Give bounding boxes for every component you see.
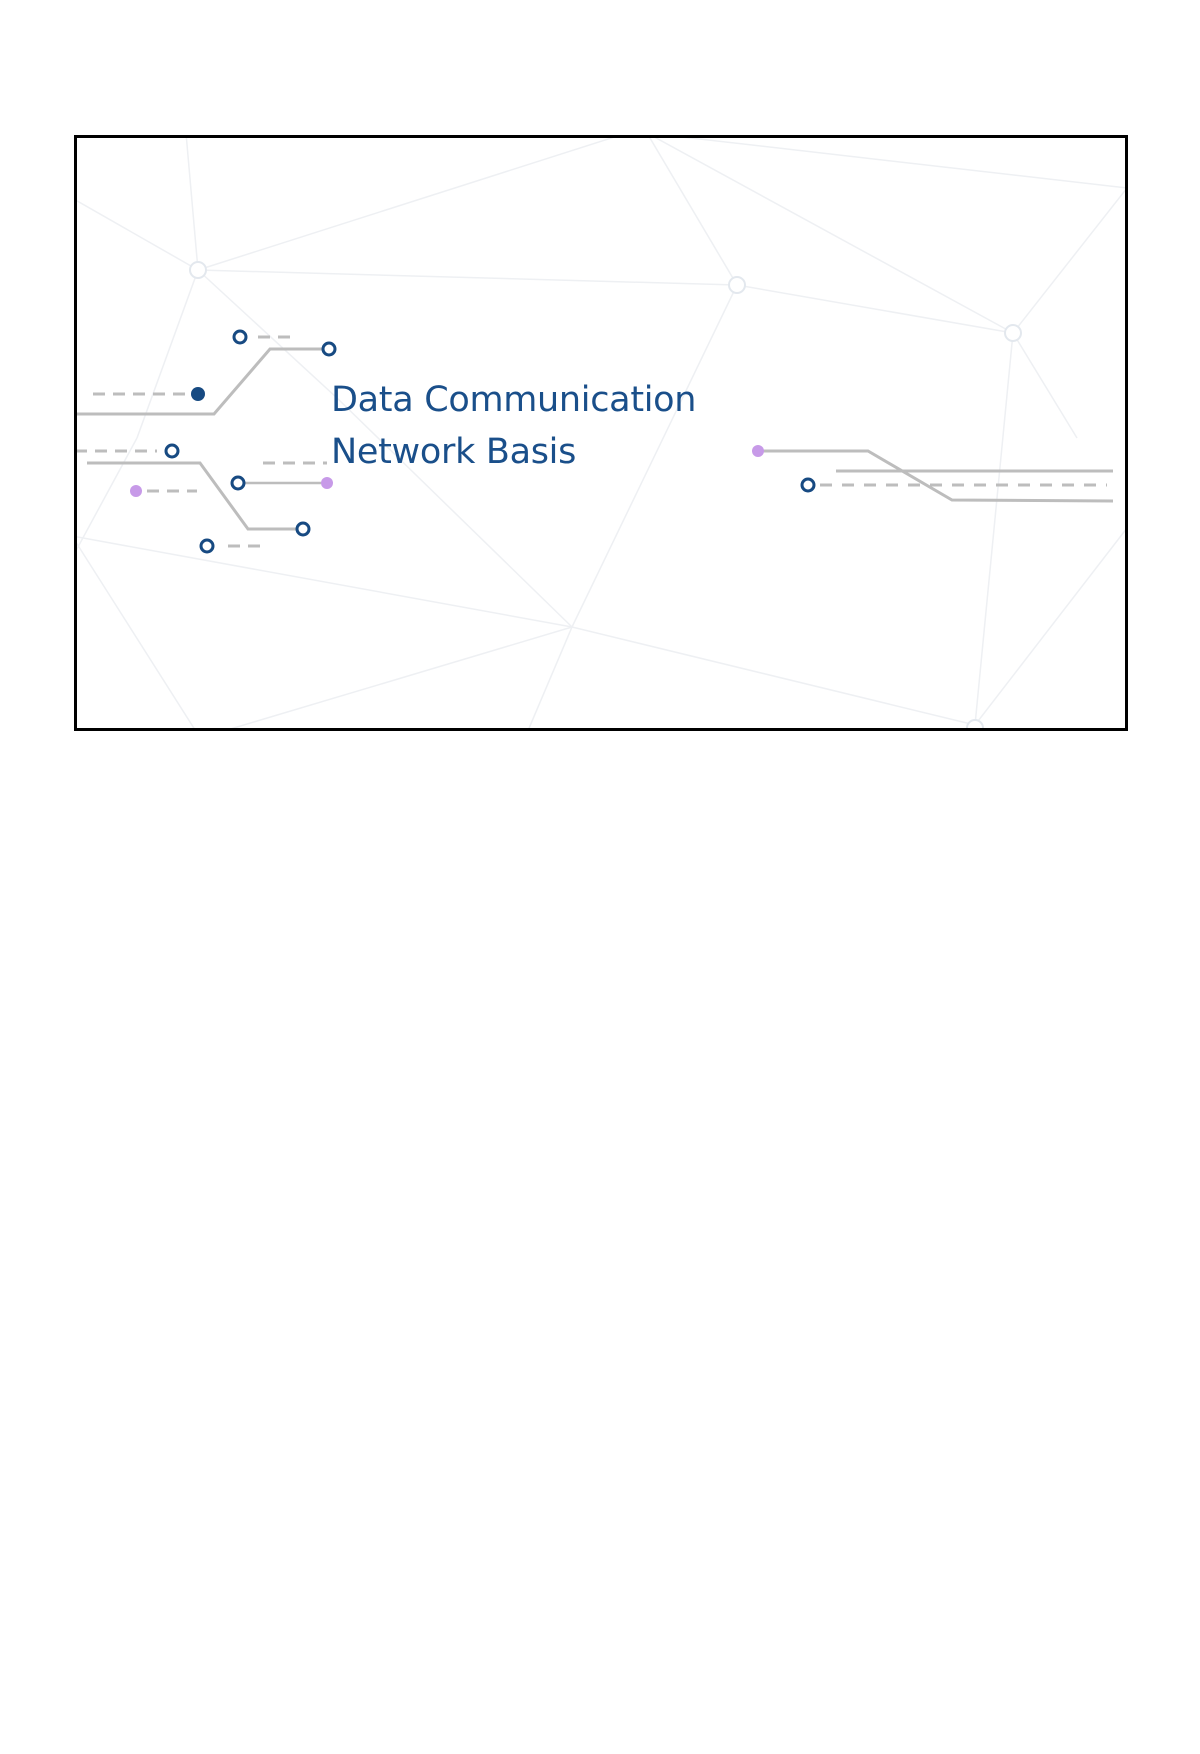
slide-title: Data Communication Network Basis (331, 374, 696, 478)
slide-thumbnail: Data Communication Network Basis (74, 135, 1128, 731)
right-circuit-traces (758, 449, 1114, 503)
slide-title-line-1: Data Communication (331, 380, 697, 420)
filled-node (191, 387, 205, 401)
background-mesh (77, 138, 1125, 728)
right-circuit-nodes (752, 445, 816, 493)
left-circuit-nodes (130, 329, 337, 554)
mesh-nodes (189, 261, 1022, 728)
left-circuit-dashes (77, 335, 327, 548)
circuit-network-illustration (77, 138, 1125, 728)
left-circuit-traces (77, 347, 329, 531)
slide-title-line-2: Network Basis (331, 432, 577, 472)
